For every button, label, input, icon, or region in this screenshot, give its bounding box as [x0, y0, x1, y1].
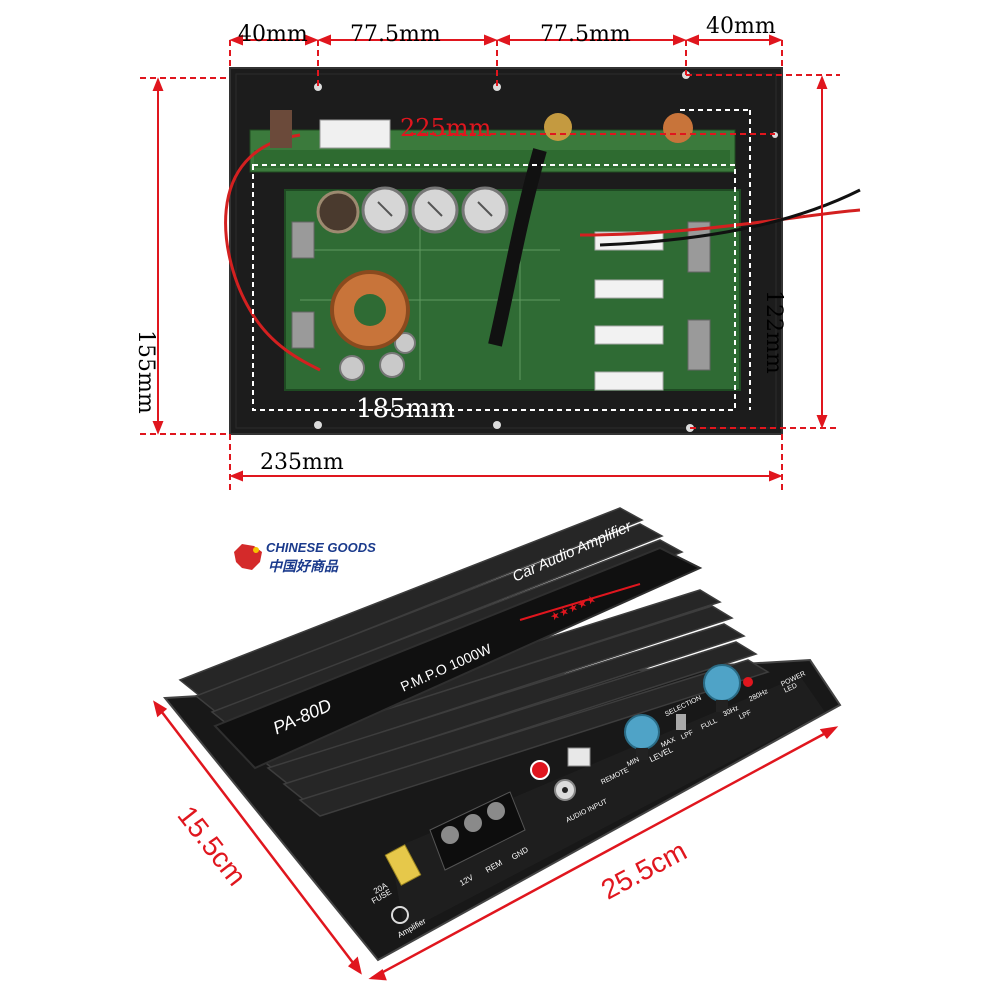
- frequency-knob-icon[interactable]: [703, 664, 741, 712]
- logo-text-en: CHINESE GOODS: [266, 540, 376, 555]
- black-wire-right: [599, 188, 861, 247]
- rca-input-icon[interactable]: [530, 760, 576, 801]
- top-board-figure: 40mm 77.5mm 77.5mm 40mm 225mm 155mm 122m…: [133, 14, 861, 490]
- control-panel: [390, 676, 825, 932]
- dim-seg1: 40mm: [238, 22, 308, 47]
- level-knob-icon[interactable]: [624, 714, 660, 760]
- dimension-arrows: [152, 34, 828, 482]
- red-wire: [224, 133, 321, 372]
- top-board-drawing: [140, 34, 861, 490]
- amplifier-drawing: [153, 507, 842, 981]
- power-terminal-block[interactable]: [429, 791, 526, 871]
- dim-height: 155mm: [133, 330, 158, 414]
- amplifier-logo-icon: [391, 906, 409, 924]
- brand-logo: CHINESE GOODS 中国好商品: [228, 536, 378, 578]
- red-wire-right: [579, 208, 861, 237]
- amplifier-figure: CHINESE GOODS 中国好商品: [0, 500, 1000, 1000]
- ribbon-cable: [488, 148, 547, 347]
- dim-total-width: 235mm: [260, 450, 344, 475]
- fuse-icon[interactable]: [384, 844, 422, 886]
- china-map-icon: [234, 544, 262, 570]
- dim-seg2: 77.5mm: [350, 22, 441, 47]
- dim-pcb-width: 185mm: [356, 394, 455, 424]
- dim-seg3: 77.5mm: [540, 22, 631, 47]
- dim-seg4: 40mm: [706, 14, 776, 39]
- amplifier-dimension-arrows: [153, 700, 839, 981]
- capacitors: [316, 186, 509, 381]
- remote-jack-icon[interactable]: [567, 747, 591, 767]
- dim-inner-width: 225mm: [400, 114, 492, 142]
- logo-text-cn: 中国好商品: [268, 558, 338, 574]
- power-led-icon: [743, 677, 753, 687]
- selection-switch[interactable]: [676, 714, 686, 730]
- mounting-holes: [314, 71, 778, 432]
- dim-inner-height: 122mm: [761, 290, 786, 374]
